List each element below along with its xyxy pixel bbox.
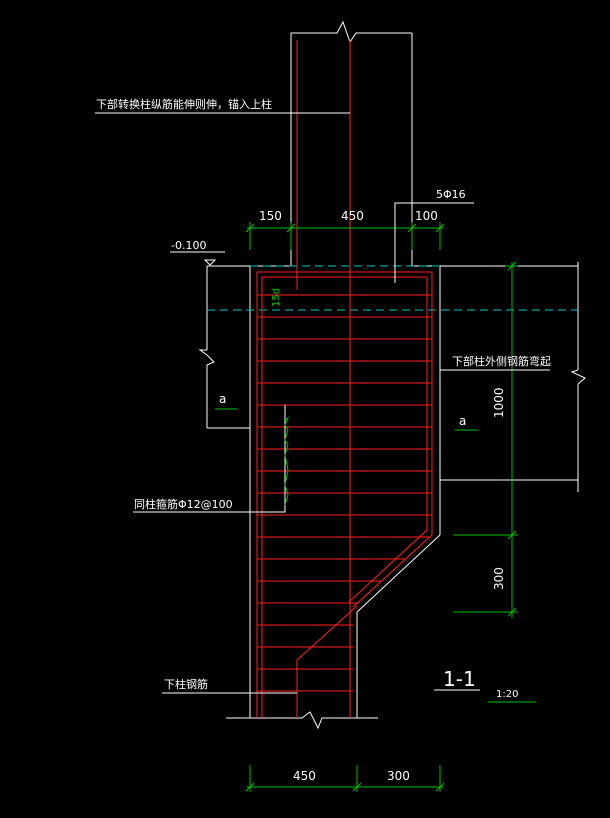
anchor-label-left: a <box>219 392 226 406</box>
elevation-label: -0.100 <box>171 239 206 252</box>
section-mark: 1-1 <box>443 667 476 691</box>
stirrups <box>257 294 432 692</box>
slab-outlines <box>198 262 586 492</box>
centerlines <box>207 265 578 311</box>
outer-side-note: 下部柱外侧钢筋弯起 <box>452 354 551 368</box>
lower-bar-note: 下柱钢筋 <box>164 677 208 691</box>
dim-top-left: 150 <box>259 209 282 223</box>
upper-column <box>290 20 413 266</box>
top-bar-note: 5Φ16 <box>436 188 466 201</box>
dim-top-mid: 450 <box>341 209 364 223</box>
leader-markers <box>215 408 536 703</box>
transfer-column-outline <box>226 266 441 730</box>
dim-top-right: 100 <box>415 209 438 223</box>
dimension-lines <box>247 222 518 792</box>
bend-length-label: 15d <box>271 288 282 307</box>
anchor-label-right: a <box>459 414 466 428</box>
dim-right-upper: 1000 <box>492 387 506 418</box>
scale-label: 1:20 <box>496 689 518 700</box>
upper-column-note: 下部转换柱纵筋能伸则伸，锚入上柱 <box>96 97 272 111</box>
dim-bottom-right: 300 <box>387 769 410 783</box>
dimension-ticks <box>245 223 517 792</box>
dim-right-lower: 300 <box>492 567 506 590</box>
stirrup-note: 同柱箍筋Φ12@100 <box>134 497 233 511</box>
dim-bottom-left: 450 <box>293 769 316 783</box>
rebar <box>256 40 433 718</box>
leaders <box>95 112 550 694</box>
